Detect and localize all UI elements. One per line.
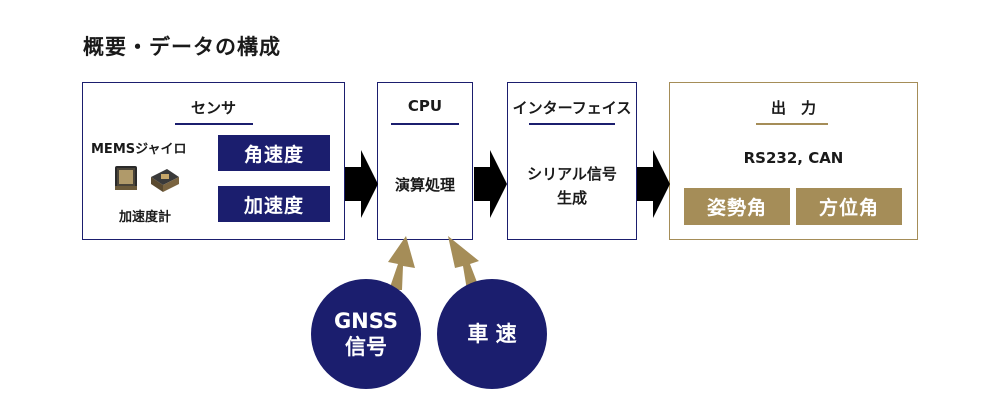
cpu-heading-rule — [391, 123, 459, 125]
sensor-heading: センサ — [190, 99, 236, 117]
page-title: 概要・データの構成 — [83, 35, 281, 59]
arrow-cpu-to-interface — [474, 150, 507, 218]
arrow-gnss-to-cpu — [388, 236, 415, 290]
azimuth-angle-pill: 方位角 — [796, 188, 902, 225]
attitude-angle-pill: 姿勢角 — [684, 188, 790, 225]
gnss-signal-label: 信号 — [345, 335, 387, 359]
interface-body-line1: シリアル信号 — [527, 165, 617, 183]
vehicle-speed-circle: 車 速 — [437, 279, 547, 389]
gyro-chip-image — [113, 162, 141, 196]
interface-heading-rule — [529, 123, 615, 125]
arrow-interface-to-output — [637, 150, 670, 218]
interface-heading: インターフェイス — [512, 99, 632, 117]
gnss-label: GNSS — [333, 308, 399, 333]
angular-velocity-pill: 角速度 — [218, 135, 330, 171]
output-protocols: RS232, CAN — [743, 149, 844, 167]
accelerometer-label: 加速度計 — [119, 210, 172, 225]
vehicle-speed-label: 車 速 — [467, 321, 517, 346]
output-heading-rule — [756, 123, 828, 125]
cpu-box: CPU 演算処理 — [377, 82, 473, 240]
accelerometer-chip-image — [149, 165, 181, 199]
gnss-signal-circle: GNSS 信号 — [311, 279, 421, 389]
acceleration-pill: 加速度 — [218, 186, 330, 222]
interface-body-line2: 生成 — [556, 189, 587, 207]
sensor-box: センサ MEMSジャイロ 加速度計 角速度 加速度 — [82, 82, 345, 240]
arrow-sensor-to-cpu — [345, 150, 378, 218]
output-heading: 出 力 — [770, 99, 816, 117]
cpu-body: 演算処理 — [394, 176, 455, 194]
cpu-heading: CPU — [407, 97, 443, 115]
sensor-heading-rule — [175, 123, 253, 125]
interface-box: インターフェイス シリアル信号 生成 — [507, 82, 637, 240]
arrow-speed-to-cpu — [448, 236, 480, 290]
output-box: 出 力 RS232, CAN 姿勢角 方位角 — [669, 82, 918, 240]
mems-gyro-label: MEMSジャイロ — [91, 142, 187, 157]
